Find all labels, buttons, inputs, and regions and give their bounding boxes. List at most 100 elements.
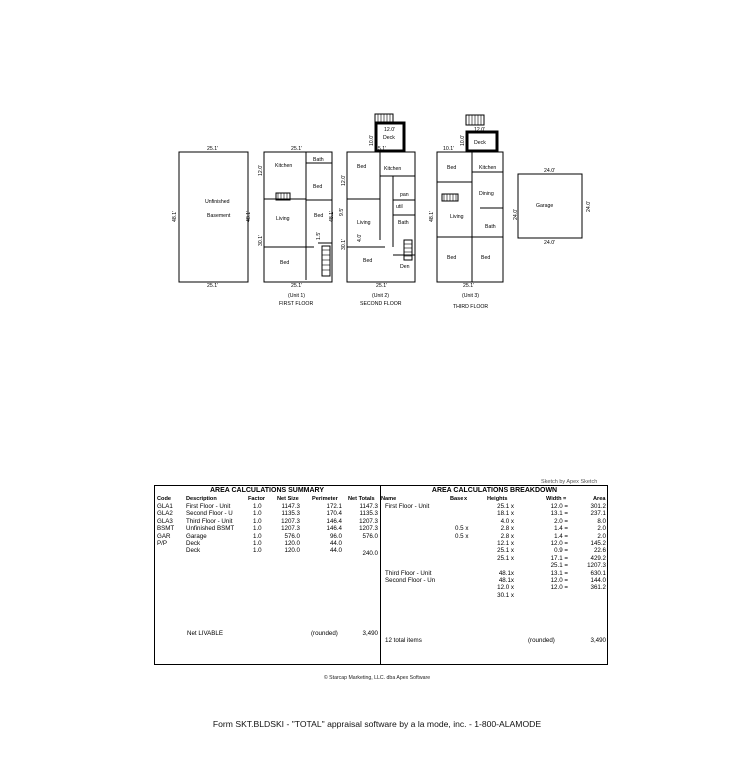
summary-net-size: 120.0 — [284, 547, 300, 555]
summary-code: GAR — [157, 532, 171, 540]
summary-net-total: 240.0 — [362, 550, 378, 558]
unit2-outline — [346, 151, 416, 283]
unit1-room-bed3: Bed — [280, 260, 289, 266]
summary-col-net-totals: 1147.3 1135.3 1207.3 1207.3 576.0 240.0 — [346, 503, 378, 558]
breakdown-width: 12.0 = — [550, 540, 568, 548]
breakdown-height: 30.1 x — [497, 591, 514, 599]
garage-bottom-dim: 24.0' — [544, 240, 555, 246]
breakdown-header-x: x — [464, 496, 468, 502]
summary-factor: 1.0 — [253, 510, 262, 518]
unit2-dim-b: 4.0' — [357, 234, 363, 242]
unit3-room-deck: Deck — [474, 140, 486, 146]
unit1-side-left-dim: 30.1' — [258, 235, 264, 246]
summary-perimeter: 170.4 — [326, 510, 342, 518]
garage-outline — [517, 173, 583, 239]
unit1-bottom-dim: 25.1' — [291, 283, 302, 289]
summary-header-perimeter: Perimeter — [312, 496, 338, 502]
breakdown-rounded-label: (rounded) — [528, 637, 555, 644]
breakdown-header-heights: Heights — [487, 496, 508, 502]
basement-outline — [178, 151, 249, 283]
breakdown-height: 25.1 x — [497, 554, 514, 562]
summary-description: Second Floor - U — [186, 510, 233, 518]
summary-code: GLA1 — [157, 503, 173, 510]
summary-code: P/P — [157, 540, 167, 548]
summary-code: GLA2 — [157, 510, 173, 518]
summary-factor: 1.0 — [253, 547, 262, 555]
summary-net-value: 3,490 — [362, 630, 378, 637]
garage-top-dim: 24.0' — [544, 168, 555, 174]
unit1-stair-dim: 1.5' — [316, 232, 322, 240]
summary-col-factor: 1.0 1.0 1.0 1.0 1.0 1.0 1.0 — [253, 503, 262, 555]
unit2-deck-dim2: 10.0' — [369, 135, 375, 146]
unit3-label: (Unit 3) — [462, 293, 479, 299]
summary-description: Third Floor - Unit — [186, 517, 233, 525]
unit2-deck-dim1: 12.0' — [384, 127, 395, 133]
summary-code: BSMT — [157, 525, 175, 533]
unit3-room-living: Living — [450, 214, 464, 220]
summary-factor: 1.0 — [253, 525, 262, 533]
breakdown-col-name: First Floor - Unit Third Floor - Unit Se… — [385, 503, 435, 584]
breakdown-height: 48.1x — [498, 569, 514, 577]
summary-col-perimeter: 172.1 170.4 146.4 146.4 96.0 44.0 44.0 — [312, 503, 342, 555]
breakdown-width: 12.0 = — [550, 577, 568, 585]
unit2-label: (Unit 2) — [372, 293, 389, 299]
unit3-deck-dim1: 12.0' — [474, 127, 485, 133]
breakdown-col-heights: 25.1 x 18.1 x 4.0 x 2.8 x 2.8 x 12.1 x 2… — [478, 503, 514, 599]
unit3-room-kitchen: Kitchen — [479, 165, 496, 171]
floor-plan-sketch: 25.1' 25.1' 48.1' Unfinished Basement 25… — [172, 113, 592, 310]
summary-code: GLA3 — [157, 517, 173, 525]
breakdown-name: Second Floor - Un — [385, 577, 436, 585]
summary-net-size: 1135.3 — [281, 510, 300, 518]
breakdown-height: 2.8 x — [500, 532, 514, 540]
summary-title: AREA CALCULATIONS SUMMARY — [209, 487, 325, 494]
summary-net-total: 1207.3 — [359, 525, 378, 533]
unit2-room-kitchen: Kitchen — [384, 166, 401, 172]
breakdown-area: 429.2 — [590, 554, 606, 562]
summary-net-total: 1147.3 — [359, 503, 378, 510]
breakdown-factor: 0.5 x — [455, 525, 469, 533]
breakdown-width: 12.0 = — [550, 584, 568, 592]
unit2-room-living: Living — [357, 220, 371, 226]
unit3-side-left-dim: 48.1' — [429, 211, 435, 222]
summary-col-description: First Floor - Unit Second Floor - U Thir… — [186, 503, 234, 555]
breakdown-width: 13.1 = — [550, 569, 568, 577]
breakdown-col-width: 12.0 = 13.1 = 2.0 = 1.4 = 1.4 = 12.0 = 0… — [538, 503, 568, 592]
breakdown-area: 22.6 — [593, 547, 606, 555]
breakdown-width: 12.0 = — [550, 503, 568, 510]
sketch-credit: Sketch by Apex Sketch — [541, 479, 598, 485]
unit2-room-pan: pan — [400, 192, 409, 198]
summary-perimeter: 96.0 — [329, 532, 342, 540]
breakdown-area: 145.2 — [590, 540, 606, 548]
summary-net-size: 1207.3 — [281, 517, 300, 525]
summary-net-size: 1147.3 — [281, 503, 300, 510]
breakdown-col-factor: 0.5 x 0.5 x — [455, 503, 468, 540]
summary-header-net-totals: Net Totals — [348, 496, 375, 502]
form-footer: Form SKT.BLDSKI - "TOTAL" appraisal soft… — [212, 719, 542, 729]
breakdown-factor: 0.5 x — [455, 532, 469, 540]
garage-label: Garage — [536, 203, 553, 209]
breakdown-height: 2.8 x — [500, 525, 514, 533]
summary-factor: 1.0 — [253, 503, 262, 510]
unit2-kitchen-dim: 12.0' — [341, 175, 347, 186]
unit2-floor-label: SECOND FLOOR — [360, 301, 402, 307]
unit1-room-bed1: Bed — [313, 184, 322, 190]
breakdown-area: 8.0 — [597, 517, 606, 525]
breakdown-header-name: Name — [381, 496, 397, 502]
summary-net-size: 1207.3 — [281, 525, 300, 533]
breakdown-header-base: Base — [450, 496, 464, 502]
unit3-top-dim: 10.1' — [443, 146, 454, 152]
unit3-room-dining: Dining — [479, 191, 494, 197]
unit2-room-bed2: Bed — [363, 258, 372, 264]
unit2-side-left-dim: 48.1' — [329, 211, 335, 222]
breakdown-width: 2.0 = — [554, 517, 568, 525]
breakdown-area: 301.2 — [590, 503, 606, 510]
summary-factor: 1.0 — [253, 532, 262, 540]
unit2-room-den: Den — [400, 264, 410, 270]
breakdown-width: 1.4 = — [554, 532, 568, 540]
summary-description: Garage — [186, 532, 207, 540]
basement-side-dim: 48.1' — [172, 211, 178, 222]
unit2-room-bath: Bath — [398, 220, 409, 226]
summary-perimeter: 44.0 — [329, 547, 342, 555]
unit3-room-bed2: Bed — [447, 255, 456, 261]
unit2-room-bed1: Bed — [357, 164, 366, 170]
